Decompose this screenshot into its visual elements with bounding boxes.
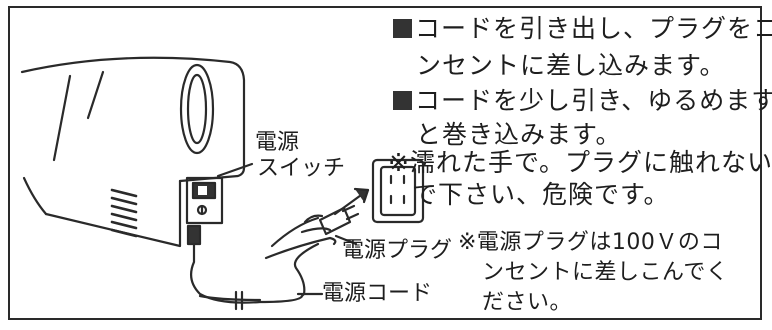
cord-inlet <box>186 224 202 246</box>
note-line-2: ンセントに差しこんでく <box>482 260 729 285</box>
warning-line-1: ※濡れた手で。プラグに触れない <box>388 148 772 177</box>
instruction-1-line-2: ンセントに差し込みます。 <box>416 51 726 80</box>
square-bullet-icon <box>393 91 412 110</box>
switch-label-line-1: 電源 <box>255 130 300 155</box>
note-line-1: ※電源プラグは100Ｖのコ <box>458 230 723 255</box>
sewing-machine-body <box>20 56 246 248</box>
power-switch <box>185 176 224 225</box>
instruction-2-line-2: と巻き込みます。 <box>416 120 622 149</box>
power-plug <box>318 204 360 236</box>
cord-label: 電源コード <box>322 281 433 306</box>
vent-slots <box>110 188 138 238</box>
warning-line-2: で下さい、危険です。 <box>412 180 670 209</box>
switch-leader-line <box>216 162 254 178</box>
hand <box>264 214 337 260</box>
wall-outlet <box>371 158 425 224</box>
instruction-2-line-1: コードを少し引き、ゆるめます <box>393 86 772 116</box>
instruction-1-line-1: コードを引き出し、プラグをコ <box>393 14 772 44</box>
note-line-3: ださい。 <box>482 290 573 315</box>
plug-leader-line <box>334 234 358 246</box>
square-bullet-icon <box>393 19 412 38</box>
switch-label-line-2: スイッチ <box>257 156 346 181</box>
plug-label: 電源プラグ <box>342 238 453 263</box>
power-cord <box>189 242 320 304</box>
